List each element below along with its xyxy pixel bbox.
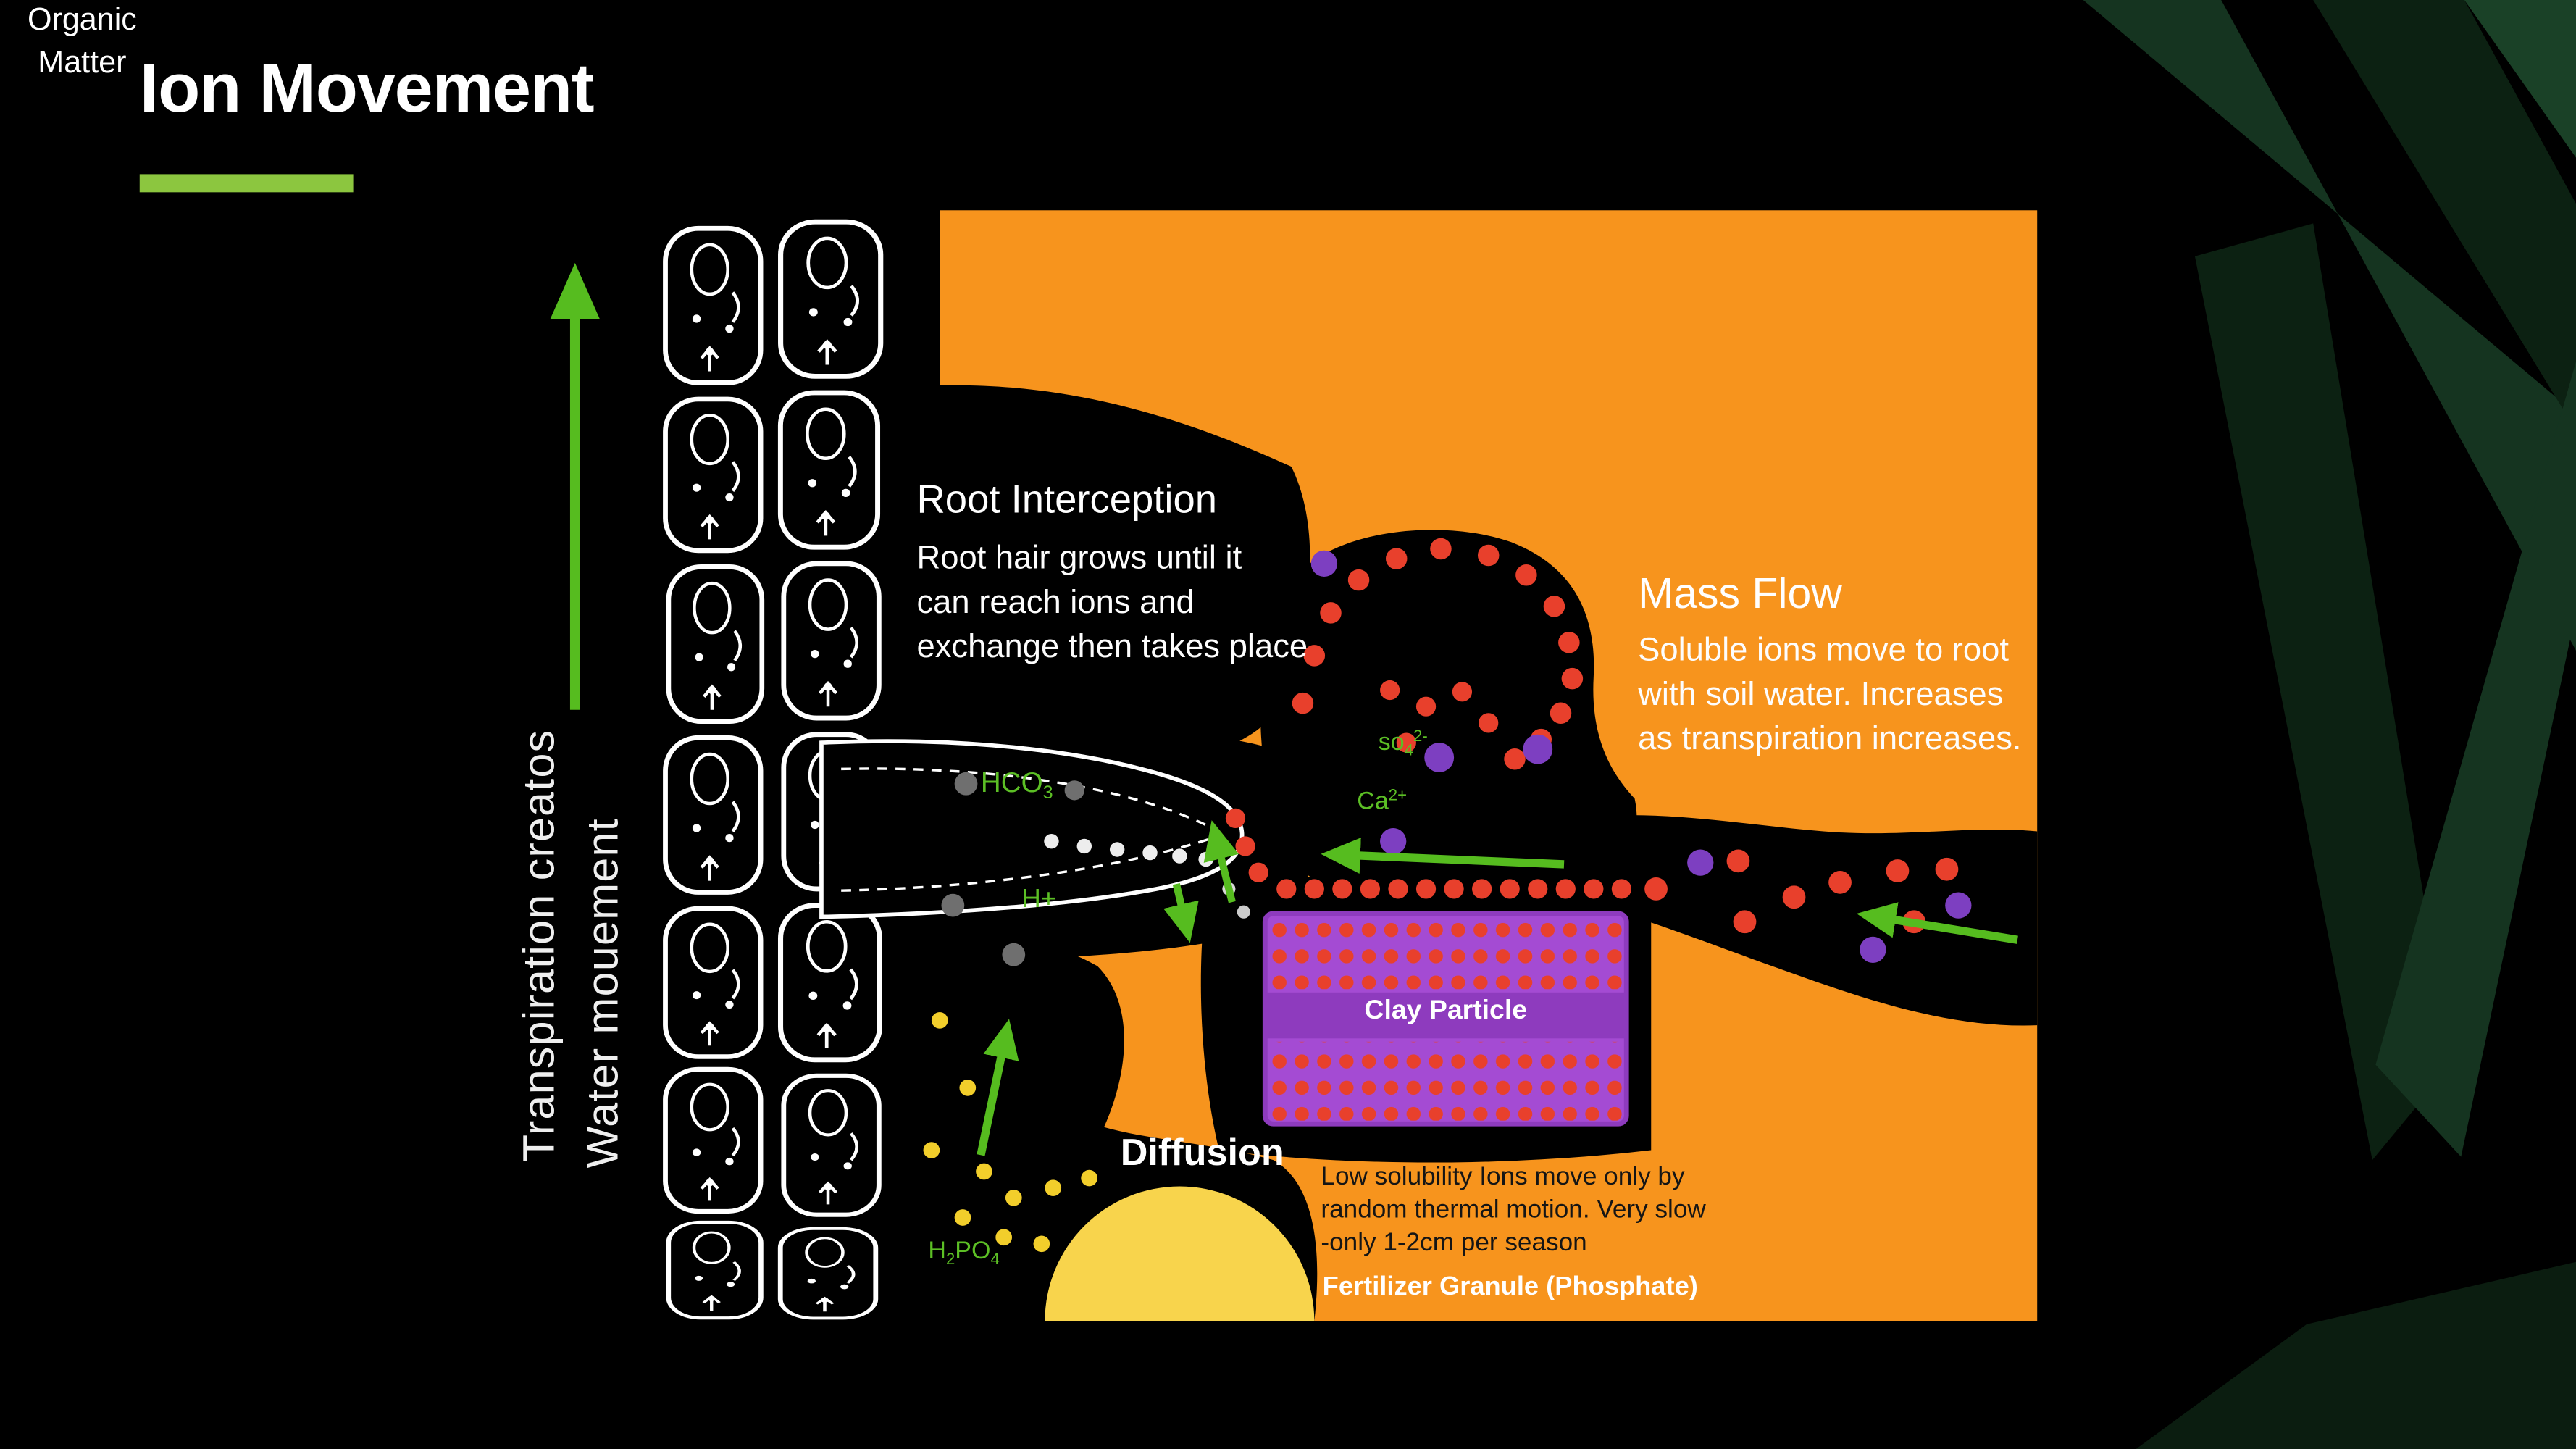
root-interception-block: Root Interception Root hair grows until … <box>916 477 1308 671</box>
organic-matter-line-1: Organic <box>27 3 137 38</box>
clay-top-red-ion-row <box>1276 879 1632 899</box>
ion-ca-base: Ca <box>1357 788 1389 816</box>
diffusion-up-arrow <box>977 1019 1019 1156</box>
ion-h2po4-sub2: 4 <box>990 1250 1000 1269</box>
ion-label-h-plus: H+ <box>1021 885 1057 914</box>
organic-matter-line-2: Matter <box>38 46 127 81</box>
root-hair <box>819 739 1245 919</box>
yellow-ion-dots <box>923 1012 1097 1253</box>
purple-ion-dots <box>1310 550 1972 963</box>
ion-label-h2po4: H2PO4 <box>928 1237 999 1269</box>
mass-flow-left-arrow <box>1321 838 1565 874</box>
root-interception-line-1: Root hair grows until it <box>916 540 1242 577</box>
mass-flow-heading: Mass Flow <box>1638 568 1842 618</box>
background-chevron-decoration <box>2083 0 2576 1449</box>
gray-ion-dots <box>941 772 1084 966</box>
flow-arrows <box>550 262 2018 1156</box>
ion-label-so4: so42- <box>1379 728 1428 761</box>
pore-right-channel <box>1568 815 2038 1026</box>
vertical-label-water: Water mouement <box>578 818 628 1169</box>
ion-so4-sub: 4 <box>1404 742 1414 761</box>
ion-label-ca: Ca2+ <box>1357 787 1407 815</box>
root-interception-line-3: exchange then takes place <box>916 629 1308 666</box>
title-accent-bar <box>139 174 354 193</box>
ion-label-hco3: HCO3 <box>981 767 1053 803</box>
mass-flow-line-3: as transpiration increases. <box>1638 721 2022 758</box>
mass-flow-line-2: with soil water. Increases <box>1638 677 2004 714</box>
vertical-label-transpiration: Transpiration creatos <box>514 729 564 1162</box>
channel-red-ion-dots <box>1225 808 1959 934</box>
mass-flow-block: Mass Flow Soluble ions move to root with… <box>1638 569 2021 763</box>
ion-h2po4-part2: PO <box>955 1237 991 1266</box>
exchange-down-arrow <box>1163 882 1199 943</box>
ion-so4-sup: 2- <box>1413 727 1428 746</box>
pore-text-zone <box>895 385 1310 769</box>
mass-flow-line-1: Soluble ions move to root <box>1638 632 2009 669</box>
fertilizer-granule <box>1045 1186 1315 1321</box>
ion-h2po4-sub1: 2 <box>945 1250 955 1269</box>
diffusion-heading: Diffusion <box>1120 1130 1284 1174</box>
diffusion-body: Low solubility Ions move only by random … <box>1321 1161 1705 1260</box>
organic-matter-label: Organic Matter <box>0 0 164 85</box>
right-channel-left-arrow <box>1856 902 2018 944</box>
organic-matter-blob <box>1260 530 1637 907</box>
diffusion-line-1: Low solubility Ions move only by <box>1321 1163 1685 1192</box>
root-interception-line-2: can reach ions and <box>916 585 1195 622</box>
ion-h2po4-part1: H <box>928 1237 946 1266</box>
ion-ca-sup: 2+ <box>1388 787 1408 806</box>
diffusion-line-2: random thermal motion. Very slow <box>1321 1196 1706 1224</box>
ion-so4-base: so <box>1378 728 1405 757</box>
ion-hco3-sub: 3 <box>1042 783 1053 803</box>
fertilizer-granule-caption: Fertilizer Granule (Phosphate) <box>1322 1273 1698 1302</box>
root-hair-uptake-arrow <box>1203 820 1239 903</box>
clay-particle-label: Clay Particle <box>1364 995 1528 1026</box>
clay-particle <box>1262 911 1629 1127</box>
root-interception-heading: Root Interception <box>916 477 1218 523</box>
page-title: Ion Movement <box>139 49 595 127</box>
ion-hco3-base: HCO <box>980 767 1043 799</box>
diffusion-line-3: -only 1-2cm per season <box>1321 1229 1587 1257</box>
